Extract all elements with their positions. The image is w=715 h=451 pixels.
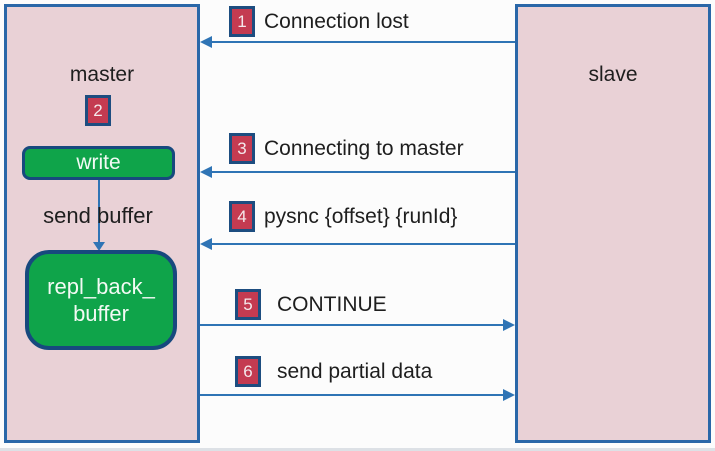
arrowhead-left-icon	[200, 36, 212, 48]
slave-label: slave	[588, 63, 638, 86]
arrow-shaft	[209, 243, 515, 245]
arrowhead-left-icon	[200, 238, 212, 250]
arrow-send-partial-data	[200, 388, 515, 402]
message-label: CONTINUE	[277, 293, 387, 316]
write-box: write	[22, 146, 175, 180]
message-label: Connecting to master	[264, 137, 464, 160]
arrow-continue	[200, 318, 515, 332]
arrow-shaft	[200, 394, 506, 396]
repl-back-buffer-line2: buffer	[73, 301, 129, 326]
step-badge-4: 4	[229, 201, 255, 232]
arrowhead-right-icon	[503, 389, 515, 401]
arrowhead-right-icon	[503, 319, 515, 331]
send-buffer-connector-line	[98, 180, 100, 244]
slave-node: slave	[515, 4, 711, 443]
repl-back-buffer-box: repl_back_ buffer	[25, 250, 177, 350]
step-badge-6: 6	[235, 356, 261, 387]
send-buffer-arrowhead-icon	[93, 242, 105, 251]
message-label: send partial data	[277, 360, 433, 383]
step-badge-3: 3	[229, 133, 255, 164]
arrow-shaft	[209, 41, 515, 43]
message-label: Connection lost	[264, 10, 409, 33]
message-label: pysnc {offset} {runId}	[264, 205, 458, 228]
arrowhead-left-icon	[200, 166, 212, 178]
step-badge-5: 5	[235, 289, 261, 320]
arrow-shaft	[209, 171, 515, 173]
master-node: master	[4, 4, 200, 443]
arrow-connection-lost	[200, 35, 515, 49]
arrow-connecting-to-master	[200, 165, 515, 179]
send-buffer-label: send buffer	[43, 203, 153, 228]
repl-back-buffer-line1: repl_back_	[47, 273, 155, 299]
step-badge-2: 2	[85, 95, 111, 126]
master-label: master	[69, 63, 135, 86]
arrow-pysnc	[200, 237, 515, 251]
arrow-shaft	[200, 324, 506, 326]
frame-bottom-edge	[0, 448, 715, 451]
step-badge-1: 1	[229, 6, 255, 37]
